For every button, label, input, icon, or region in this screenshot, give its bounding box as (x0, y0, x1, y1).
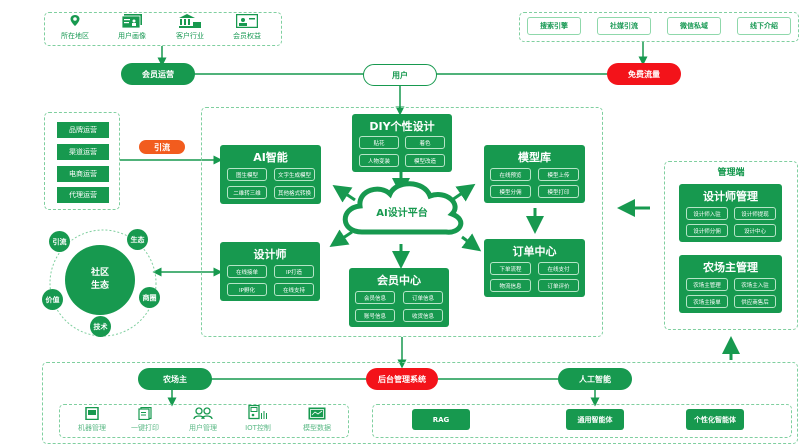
designer-item[interactable]: IP打造 (274, 265, 314, 278)
model-item[interactable]: 在线预览 (490, 168, 531, 181)
ai-design-platform-label: AI设计平台 (376, 208, 428, 219)
model-item[interactable]: 模型打印 (538, 185, 579, 198)
designer-item[interactable]: 在线接单 (227, 265, 267, 278)
designer-item[interactable]: 在线支持 (274, 283, 314, 296)
machine-monitor-icon (85, 407, 99, 420)
diy-item[interactable]: 人物变装 (359, 154, 399, 167)
user-profile-card-icon (121, 14, 142, 28)
iot-control-icon (248, 405, 267, 420)
designer-management-card[interactable]: 设计师管理 设计师入驻 设计师提现 设计师分佣 设计中心 (679, 184, 782, 242)
ai-tool-personalized-agent[interactable]: 个性化智能体 (686, 409, 744, 430)
operation-agent[interactable]: 代理运营 (57, 187, 109, 203)
backend-container (42, 362, 798, 444)
admin-container (664, 161, 798, 330)
farm-tool-item[interactable]: 用户管理 (177, 407, 229, 433)
order-item[interactable]: 在线支付 (538, 262, 579, 275)
farm-owner-node[interactable]: 农场主 (138, 368, 212, 390)
diy-item[interactable]: 贴花 (359, 136, 399, 149)
ai-item[interactable]: 文字生成模型 (274, 168, 315, 181)
traffic-sources-group (519, 12, 799, 42)
community-satellite-lead[interactable]: 引流 (49, 231, 70, 252)
designer-item[interactable]: IP孵化 (227, 283, 267, 296)
data-chart-icon (308, 407, 326, 420)
farm-mgmt-item[interactable]: 农场主入驻 (734, 278, 776, 291)
traffic-source-social[interactable]: 社媒引流 (597, 17, 651, 35)
farm-owner-management-card[interactable]: 农场主管理 农场主管理 农场主入驻 农场主接单 供应商售后 (679, 255, 782, 313)
community-satellite-value[interactable]: 价值 (42, 289, 63, 310)
diy-item[interactable]: 模型改造 (405, 154, 445, 167)
ai-item[interactable]: 二维转三维 (227, 186, 267, 199)
ai-tool-rag[interactable]: RAG (412, 409, 470, 430)
model-library-card[interactable]: 模型库 在线预览 模型上传 模型分佣 模型打印 (484, 145, 585, 203)
member-item[interactable]: 会员信息 (355, 291, 395, 304)
source-item[interactable]: 客户行业 (164, 14, 216, 41)
platform-container (201, 107, 603, 337)
designer-card[interactable]: 设计师 在线接单 IP打造 IP孵化 在线支持 (220, 242, 320, 301)
farm-mgmt-item[interactable]: 农场主接单 (686, 295, 728, 308)
ai-item[interactable]: 其他格式转换 (274, 186, 315, 199)
user-node[interactable]: 用户 (363, 64, 437, 86)
community-center[interactable]: 社区 生态 (65, 245, 135, 315)
operations-group (44, 112, 120, 210)
designer-mgmt-item[interactable]: 设计师提现 (734, 207, 776, 220)
diy-item[interactable]: 着色 (405, 136, 445, 149)
community-satellite-business[interactable]: 商圈 (139, 287, 160, 308)
source-item[interactable]: 会员权益 (221, 14, 273, 41)
order-item[interactable]: 物流信息 (490, 279, 531, 292)
farm-tool-item[interactable]: 机器管理 (66, 407, 118, 433)
ai-tool-general-agent[interactable]: 通用智能体 (566, 409, 624, 430)
ai-intelligence-card[interactable]: AI智能 图生模型 文字生成模型 二维转三维 其他格式转换 (220, 145, 321, 204)
farm-tool-item[interactable]: 一键打印 (119, 407, 171, 433)
admin-title: 管理端 (717, 168, 745, 178)
model-item[interactable]: 模型分佣 (490, 185, 531, 198)
source-item[interactable]: 用户画像 (106, 14, 158, 41)
source-item[interactable]: 所在地区 (49, 14, 101, 41)
order-item[interactable]: 下单流程 (490, 262, 531, 275)
ai-item[interactable]: 图生模型 (227, 168, 267, 181)
member-item[interactable]: 收货信息 (403, 309, 443, 322)
designer-mgmt-item[interactable]: 设计师分佣 (686, 224, 728, 237)
operation-brand[interactable]: 品牌运营 (57, 122, 109, 138)
order-item[interactable]: 订单评价 (538, 279, 579, 292)
farm-mgmt-item[interactable]: 供应商售后 (734, 295, 776, 308)
member-item[interactable]: 账号信息 (355, 309, 395, 322)
member-ops-node[interactable]: 会员运营 (121, 63, 195, 85)
community-satellite-ecology[interactable]: 生态 (127, 229, 148, 250)
operation-channel[interactable]: 渠道运营 (57, 144, 109, 160)
user-attributes-group (44, 12, 282, 46)
member-item[interactable]: 订单信息 (403, 291, 443, 304)
backend-system-node[interactable]: 后台管理系统 (366, 368, 438, 390)
operation-ecommerce[interactable]: 电商运营 (57, 166, 109, 182)
traffic-source-offline[interactable]: 线下介绍 (737, 17, 791, 35)
ai-tools-group (372, 404, 792, 438)
ai-node[interactable]: 人工智能 (558, 368, 632, 390)
model-item[interactable]: 模型上传 (538, 168, 579, 181)
farm-tools-group (59, 404, 349, 438)
print-document-icon (138, 407, 152, 420)
users-icon (193, 407, 213, 420)
free-traffic-node[interactable]: 免费流量 (607, 63, 681, 85)
bank-building-icon (179, 14, 201, 28)
lead-node[interactable]: 引流 (139, 140, 185, 154)
member-center-card[interactable]: 会员中心 会员信息 订单信息 账号信息 收货信息 (349, 268, 449, 327)
farm-mgmt-item[interactable]: 农场主管理 (686, 278, 728, 291)
community-satellite-tech[interactable]: 技术 (90, 316, 111, 337)
order-center-card[interactable]: 订单中心 下单流程 在线支付 物流信息 订单评价 (484, 239, 585, 297)
farm-tool-item[interactable]: IOT控制 (232, 405, 284, 433)
diy-design-card[interactable]: DIY个性设计 贴花 着色 人物变装 模型改造 (352, 114, 452, 172)
id-card-icon (236, 14, 258, 28)
location-pin-icon (70, 15, 80, 26)
designer-mgmt-item[interactable]: 设计师入驻 (686, 207, 728, 220)
designer-mgmt-item[interactable]: 设计中心 (734, 224, 776, 237)
traffic-source-wechat[interactable]: 微信私域 (667, 17, 721, 35)
farm-tool-item[interactable]: 模型数据 (291, 407, 343, 433)
traffic-source-search[interactable]: 搜索引擎 (527, 17, 581, 35)
